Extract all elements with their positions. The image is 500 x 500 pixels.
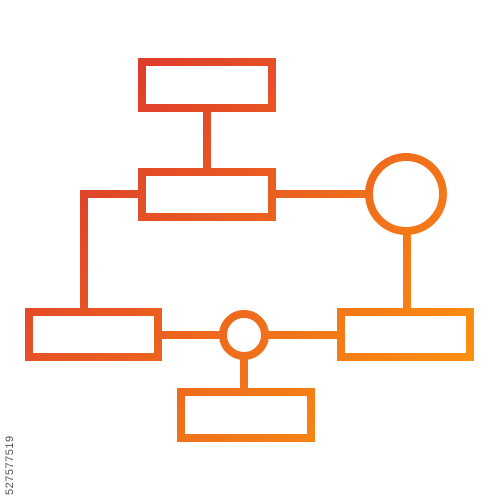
bottom-box (177, 388, 315, 442)
circle-node (365, 153, 447, 235)
right-box (337, 308, 474, 361)
left-box (25, 308, 162, 361)
middle-box (138, 168, 276, 221)
connector-middle-to-left-box (80, 190, 142, 312)
top-box (138, 58, 276, 112)
watermark-id: 527577519 (4, 435, 16, 495)
junction-circle (219, 310, 269, 360)
